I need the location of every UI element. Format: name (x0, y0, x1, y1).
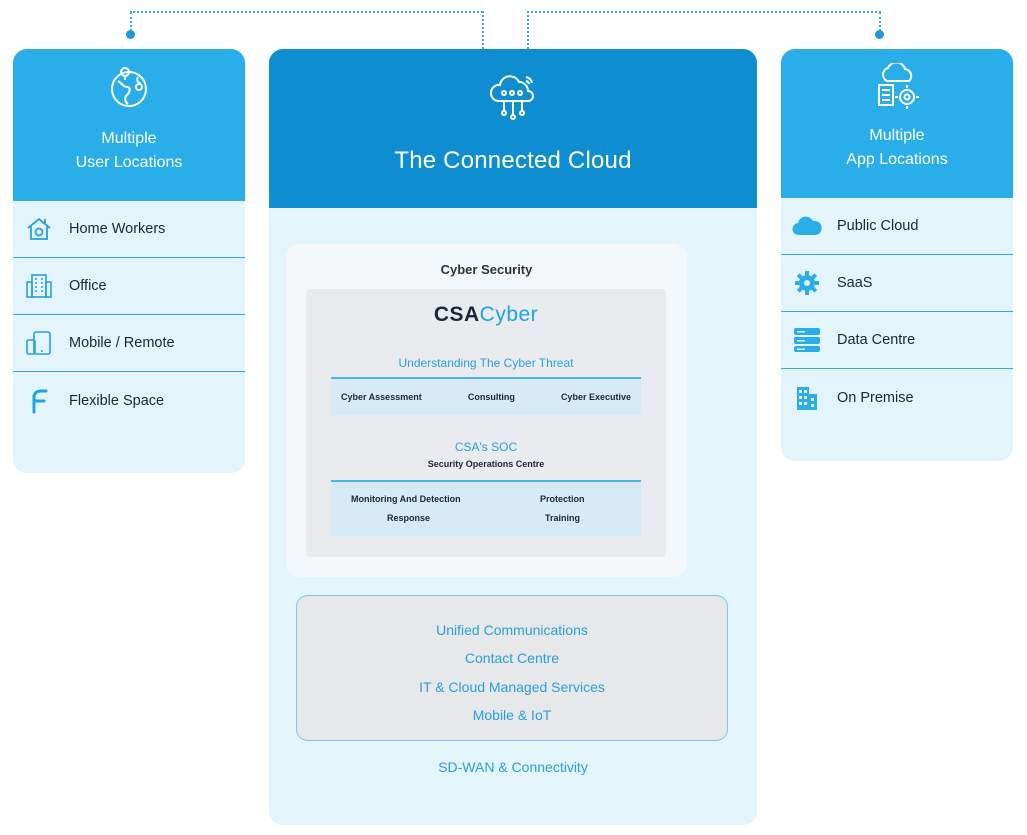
connector-right-drop (527, 11, 529, 49)
data-centre-label: Data Centre (837, 332, 916, 348)
threat-item-cyber-executive: Cyber Executive (560, 392, 631, 402)
threat-item-cyber-assessment: Cyber Assessment (341, 392, 422, 402)
home-workers-label: Home Workers (69, 221, 166, 237)
office-label: Office (69, 278, 107, 294)
service-it-cloud-managed: IT & Cloud Managed Services (419, 678, 605, 695)
mobile-remote-label: Mobile / Remote (69, 335, 175, 351)
soc-subtitle: Security Operations Centre (427, 459, 545, 469)
building-icon (792, 383, 822, 413)
globe-location-icon (105, 63, 153, 111)
app-locations-title-line2: App Locations (846, 151, 948, 168)
csa-cyber-logo: CSACyber (306, 303, 666, 327)
app-locations-panel: Multiple App Locations Public Cloud (781, 49, 1013, 461)
managed-services-box: Unified Communications Contact Centre IT… (296, 595, 728, 741)
office-building-icon (24, 271, 54, 301)
csa-cyber-section: CSACyber Understanding The Cyber Threat … (306, 289, 666, 557)
public-cloud-label: Public Cloud (837, 218, 919, 234)
list-item-office: Office (13, 258, 245, 315)
service-contact-centre: Contact Centre (464, 650, 560, 667)
gear-icon (792, 268, 822, 298)
cloud-icon (792, 211, 822, 241)
service-unified-communications: Unified Communications (436, 622, 588, 638)
soc-item-monitoring: Monitoring And Detection (351, 494, 461, 504)
soc-item-training: Training (545, 513, 581, 523)
threat-item-consulting: Consulting (467, 392, 515, 402)
threat-items-band: Cyber Assessment Consulting Cyber Execut… (331, 377, 641, 415)
logo-part-csa: CSA (433, 303, 480, 326)
list-item-mobile-remote: Mobile / Remote (13, 315, 245, 372)
server-stack-icon (792, 325, 822, 355)
app-locations-header: Multiple App Locations (781, 49, 1013, 198)
logo-part-cyber: Cyber (479, 303, 539, 326)
connector-left-vertical (130, 12, 132, 35)
threat-section-title: Understanding The Cyber Threat (398, 356, 574, 370)
user-locations-header: Multiple User Locations (13, 49, 245, 201)
soc-title: CSA's SOC (454, 440, 518, 454)
on-premise-label: On Premise (837, 389, 914, 406)
list-item-saas: SaaS (781, 255, 1013, 312)
sdwan-connectivity-label: SD-WAN & Connectivity (438, 759, 588, 775)
cyber-security-card: Cyber Security CSACyber Understanding Th… (286, 244, 687, 577)
user-locations-list: Home Workers Office Mobile / Remote (13, 201, 245, 429)
cyber-security-title: Cyber Security (440, 262, 533, 277)
connected-cloud-title: The Connected Cloud (394, 147, 632, 174)
soc-item-protection: Protection (540, 494, 585, 504)
list-item-on-premise: On Premise (781, 369, 1013, 426)
home-worker-icon (24, 214, 54, 244)
connector-left-dot (126, 30, 135, 39)
connected-cloud-header: The Connected Cloud (269, 49, 757, 208)
connector-right-horizontal (527, 11, 881, 13)
flexible-space-label: Flexible Space (69, 392, 165, 409)
list-item-home-workers: Home Workers (13, 201, 245, 258)
list-item-public-cloud: Public Cloud (781, 198, 1013, 255)
user-locations-panel: Multiple User Locations Home Workers Off… (13, 49, 245, 473)
app-locations-title-line1: Multiple (869, 127, 925, 144)
connector-right-vertical (879, 12, 881, 35)
soc-items-band: Monitoring And Detection Protection Resp… (331, 480, 641, 536)
flexible-space-icon (24, 386, 54, 416)
soc-item-response: Response (387, 513, 431, 523)
connector-left-horizontal (130, 11, 483, 13)
cloud-servers-icon (873, 61, 921, 111)
saas-label: SaaS (837, 275, 873, 291)
connected-cloud-panel: The Connected Cloud Cyber Security CSACy… (269, 49, 757, 825)
list-item-data-centre: Data Centre (781, 312, 1013, 369)
service-mobile-iot: Mobile & IoT (472, 706, 552, 723)
user-locations-title-line2: User Locations (75, 154, 183, 171)
connector-left-drop (482, 11, 484, 49)
list-item-flexible-space: Flexible Space (13, 372, 245, 429)
user-locations-title-line1: Multiple (101, 130, 157, 147)
app-locations-list: Public Cloud SaaS (781, 198, 1013, 426)
connector-right-dot (875, 30, 884, 39)
mobile-device-icon (24, 328, 54, 358)
cloud-network-icon (486, 71, 540, 125)
